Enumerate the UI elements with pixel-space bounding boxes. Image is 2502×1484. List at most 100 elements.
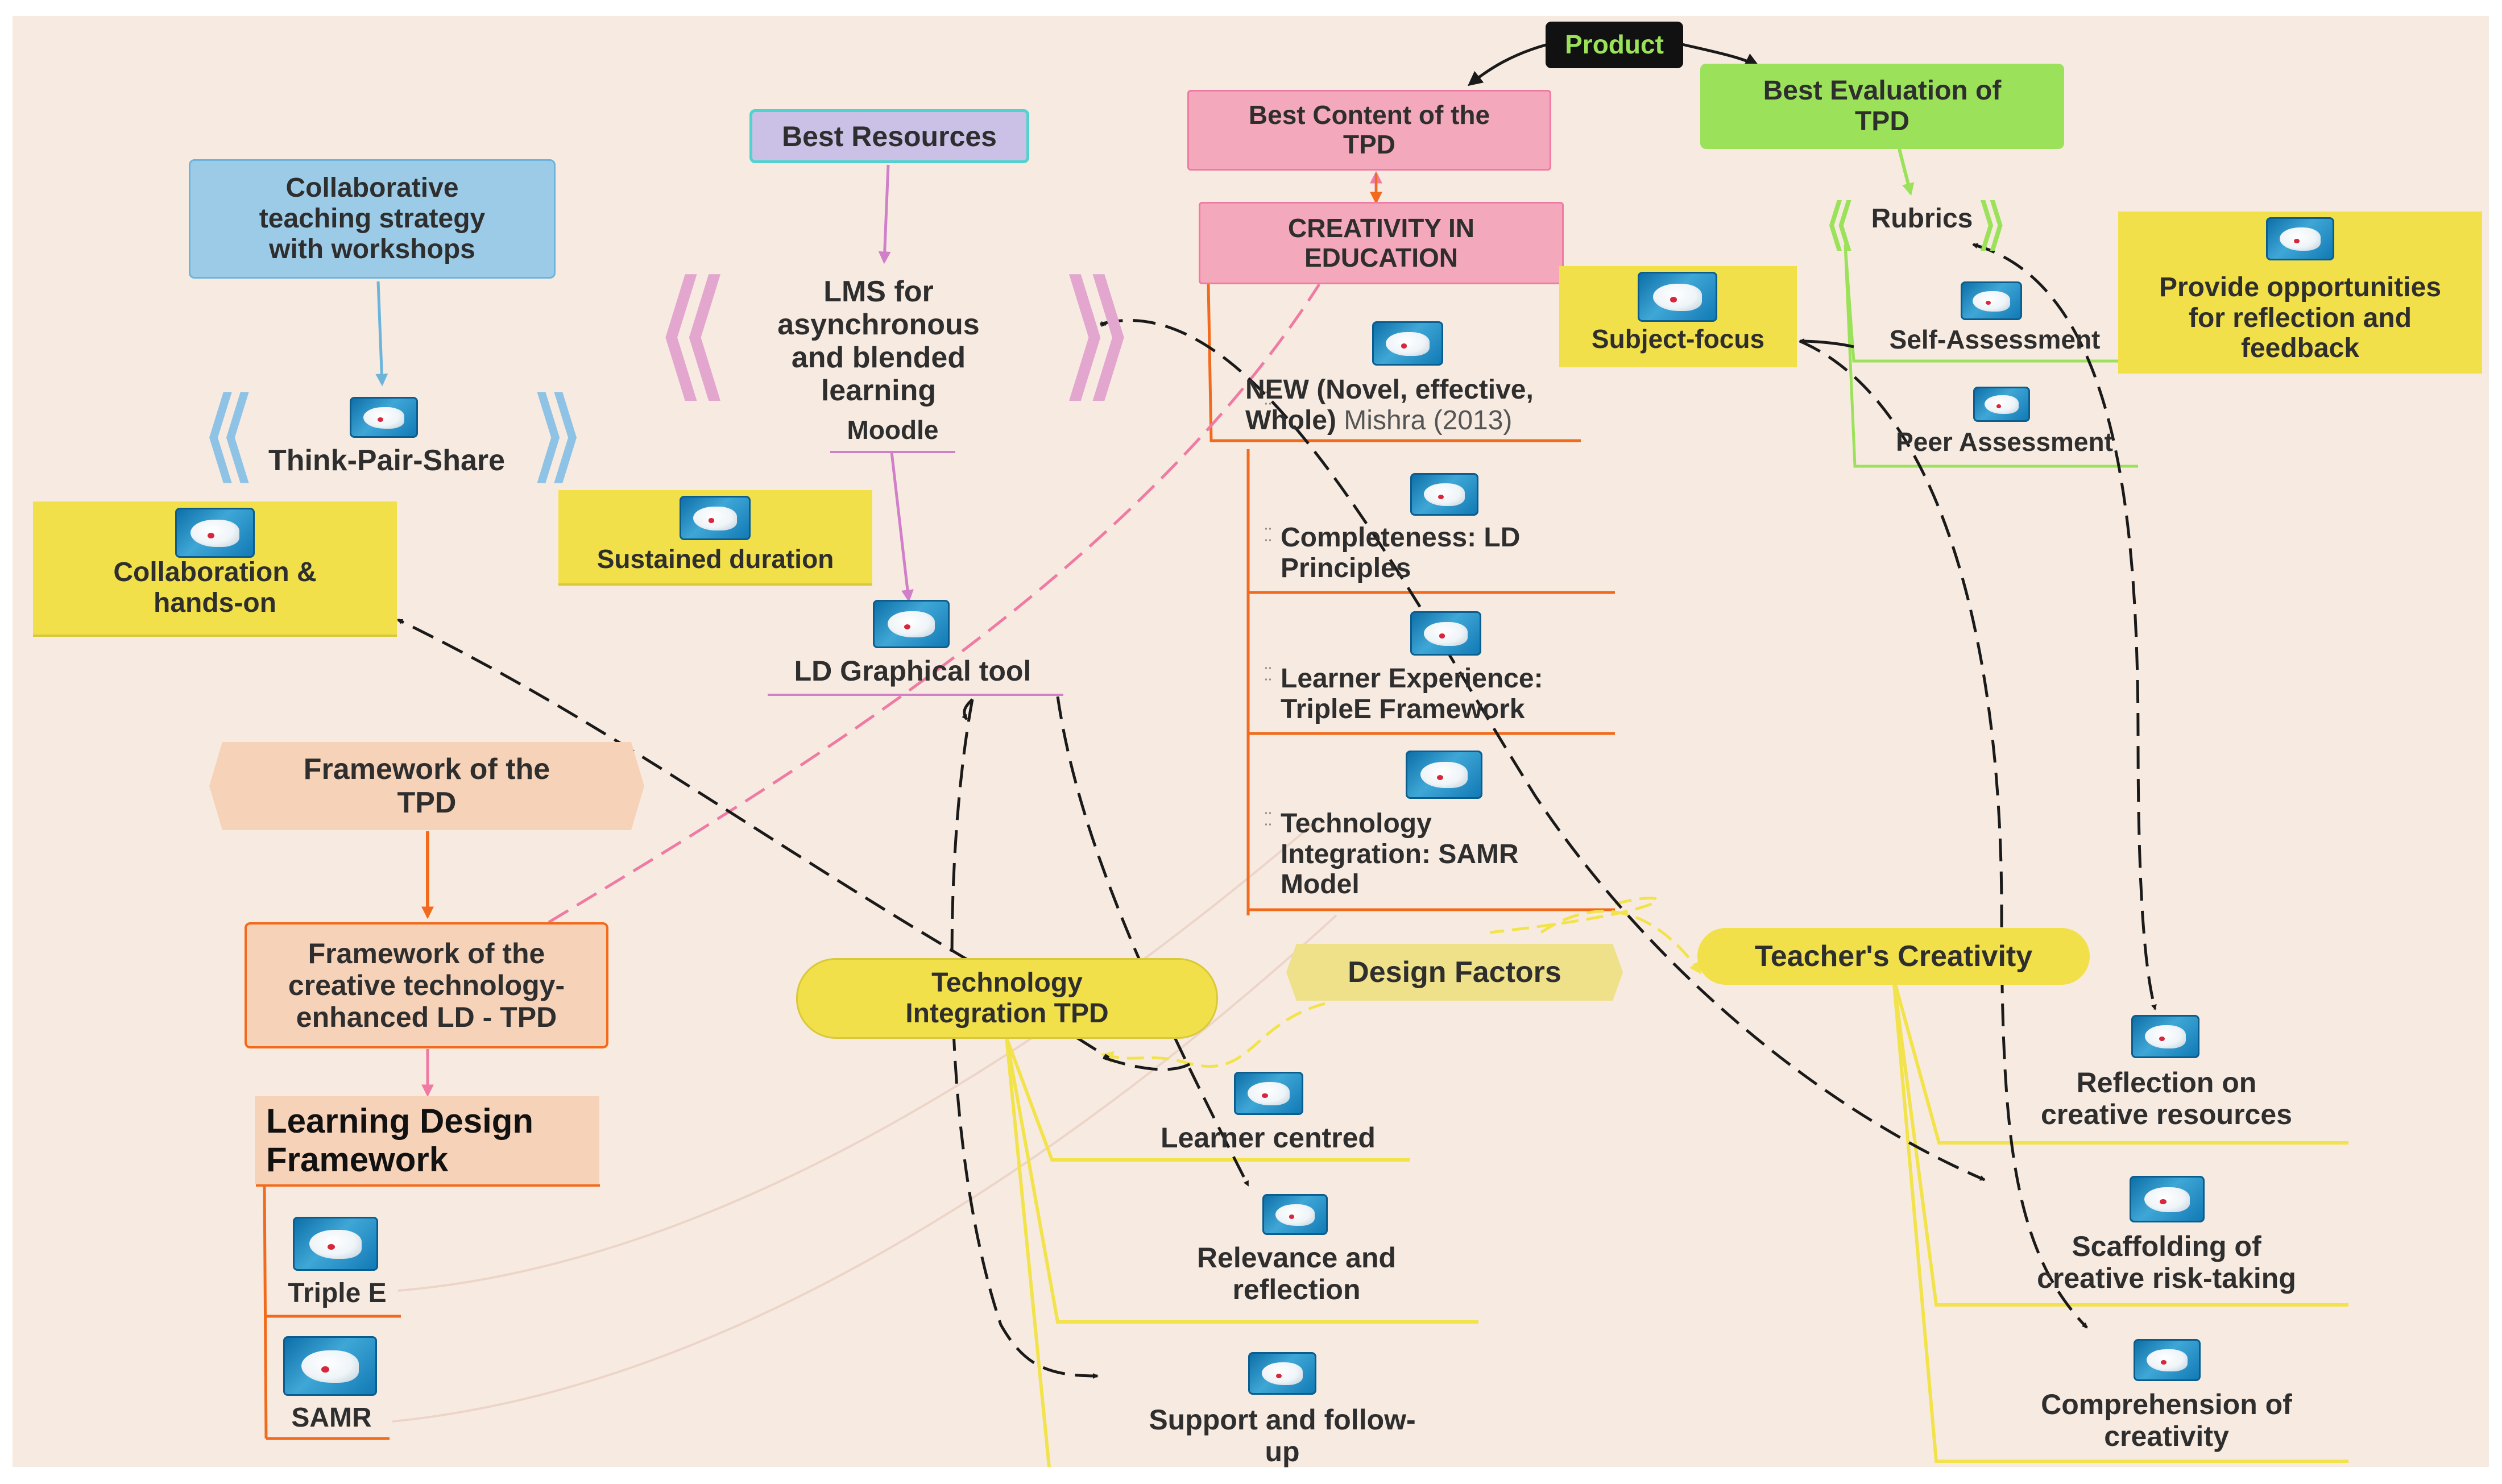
best-evaluation-node[interactable]: Best Evaluation of TPD [1700, 64, 2064, 149]
thumbnail-image [2131, 1015, 2199, 1058]
best-evaluation-label: Best Evaluation of TPD [1763, 76, 2002, 136]
new-bold: NEW (Novel, effective, Whole) [1245, 374, 1534, 436]
rubrics-node[interactable]: Rubrics [1848, 199, 1996, 239]
ld-framework-label: Learning Design Framework [266, 1102, 534, 1179]
pink-dashed-link [548, 283, 1321, 924]
creativity-item-new-text: NEW (Novel, effective, Whole) Mishra (20… [1245, 375, 1534, 436]
best-content-node[interactable]: Best Content of the TPD [1187, 90, 1551, 171]
bracket-left: ⟪ [200, 375, 258, 494]
thumbnail-image [1262, 1194, 1328, 1235]
creative-ld-node[interactable]: Framework of the creative technology- en… [245, 922, 608, 1048]
thumbnail-image [1973, 387, 2030, 422]
product-node[interactable]: Product [1546, 22, 1683, 68]
support-node[interactable]: Support and follow- up [1109, 1396, 1456, 1475]
tech-branch [1005, 1037, 1478, 1324]
best-resources-node[interactable]: Best Resources [749, 109, 1029, 163]
dotted-marker [1265, 812, 1271, 826]
creative-ld-label: Framework of the creative technology- en… [288, 938, 565, 1033]
relation-link [1056, 696, 1250, 1187]
relation-link [1103, 1056, 1192, 1071]
thumbnail-image [350, 397, 418, 438]
ld-framework-node[interactable]: Learning Design Framework [255, 1096, 599, 1184]
bracket-right: ⟫ [1976, 190, 2008, 257]
thumbnail-image [680, 496, 751, 540]
relation-link [1799, 338, 1854, 349]
ld-framework-branch [263, 1185, 268, 1439]
relation-link [962, 698, 974, 720]
self-assessment-node[interactable]: Self-Assessment [1870, 321, 2120, 359]
comprehension-node[interactable]: Comprehension of creativity [1979, 1381, 2354, 1460]
design-factors-link [1489, 897, 1659, 934]
triple-e-node[interactable]: Triple E [272, 1274, 403, 1313]
samr-label: SAMR [291, 1403, 372, 1433]
faint-link [397, 818, 1320, 1292]
connector-moodle-ld [890, 451, 914, 603]
lms-node[interactable]: LMS for asynchronous and blended learnin… [731, 267, 1026, 415]
relation-link [1799, 339, 2088, 1329]
strategy-node[interactable]: Collaborative teaching strategy with wor… [189, 159, 556, 279]
technology-label: Technology Integration: SAMR Model [1281, 808, 1519, 900]
thumbnail-image [1406, 751, 1482, 799]
rubrics-label: Rubrics [1871, 204, 1973, 234]
reflection-feedback-label: Provide opportunities for reflection and… [2159, 272, 2442, 364]
bracket-right: ⟫ [529, 375, 586, 494]
ld-tool-label: LD Graphical tool [794, 655, 1032, 687]
bracket-left: ⟪ [1824, 190, 1856, 257]
teacher-creativity-node[interactable]: Teacher's Creativity [1697, 928, 2090, 985]
thumbnail-image [293, 1217, 378, 1271]
learner-centred-node[interactable]: Learner centred [1109, 1117, 1427, 1158]
thumbnail-image [2134, 1339, 2201, 1381]
relation-link [1973, 243, 2157, 1010]
framework-node[interactable]: Framework of the TPD [209, 742, 644, 830]
tech-branch [1005, 1037, 1410, 1162]
completeness-label: Completeness: LD Principles [1281, 522, 1521, 583]
learner-experience-label: Learner Experience: TripleE Framework [1281, 663, 1543, 724]
scaffolding-label: Scaffolding of creative risk-taking [2037, 1230, 2296, 1294]
rubrics-branch [1844, 244, 2138, 468]
thumbnail-image [1248, 1352, 1316, 1395]
creativity-node[interactable]: CREATIVITY IN EDUCATION [1199, 202, 1564, 284]
teacher-branch [1892, 977, 2348, 1145]
comprehension-label: Comprehension of creativity [2041, 1388, 2292, 1452]
tech-branch [1005, 1037, 1051, 1468]
subject-focus-label: Subject-focus [1591, 324, 1765, 354]
thumbnail-image [1234, 1072, 1303, 1115]
triple-e-label: Triple E [288, 1278, 387, 1309]
thumbnail-image [1638, 272, 1717, 322]
think-pair-share-label: Think-Pair-Share [268, 443, 506, 477]
design-factors-node[interactable]: Design Factors [1286, 944, 1623, 1001]
creativity-item-technology[interactable]: Technology Integration: SAMR Model [1281, 802, 1616, 907]
reflection-resources-node[interactable]: Reflection on creative resources [1979, 1059, 2354, 1138]
thumbnail-image [873, 600, 950, 648]
ld-tool-node[interactable]: LD Graphical tool [762, 649, 1063, 693]
creativity-item-learner-experience[interactable]: Learner Experience: TripleE Framework [1281, 658, 1616, 729]
technology-integration-node[interactable]: Technology Integration TPD [796, 958, 1218, 1039]
relevance-label: Relevance and reflection [1196, 1242, 1397, 1305]
think-pair-share-node[interactable]: Think-Pair-Share [239, 438, 535, 483]
dotted-marker [1265, 667, 1271, 681]
moodle-label: Moodle [847, 415, 939, 445]
reflection-feedback-node[interactable]: Provide opportunities for reflection and… [2118, 212, 2482, 374]
thumbnail-image [2130, 1176, 2205, 1222]
self-assessment-label: Self-Assessment [1889, 325, 2101, 355]
thumbnail-image [283, 1336, 377, 1396]
connector-product-evaluation [1681, 43, 1760, 67]
creativity-item-completeness[interactable]: Completeness: LD Principles [1281, 517, 1616, 588]
peer-assessment-node[interactable]: Peer Assessment [1871, 424, 2138, 461]
teacher-branch [1892, 977, 2348, 1463]
samr-node[interactable]: SAMR [272, 1399, 391, 1437]
moodle-node[interactable]: Moodle [819, 411, 967, 450]
relevance-node[interactable]: Relevance and reflection [1137, 1234, 1456, 1313]
thumbnail-image [1961, 281, 2022, 320]
relation-link [950, 699, 1099, 1379]
bracket-left: ⟪ [653, 250, 732, 416]
creativity-item-new[interactable]: NEW (Novel, effective, Whole) Mishra (20… [1245, 370, 1586, 441]
thumbnail-image [1410, 611, 1481, 656]
creativity-label: CREATIVITY IN EDUCATION [1288, 213, 1474, 272]
dotted-marker [1265, 391, 1271, 405]
scaffolding-node[interactable]: Scaffolding of creative risk-taking [1979, 1222, 2354, 1302]
support-label: Support and follow- up [1149, 1404, 1416, 1468]
thumbnail-image [1410, 473, 1478, 516]
design-factors-label: Design Factors [1348, 955, 1561, 989]
